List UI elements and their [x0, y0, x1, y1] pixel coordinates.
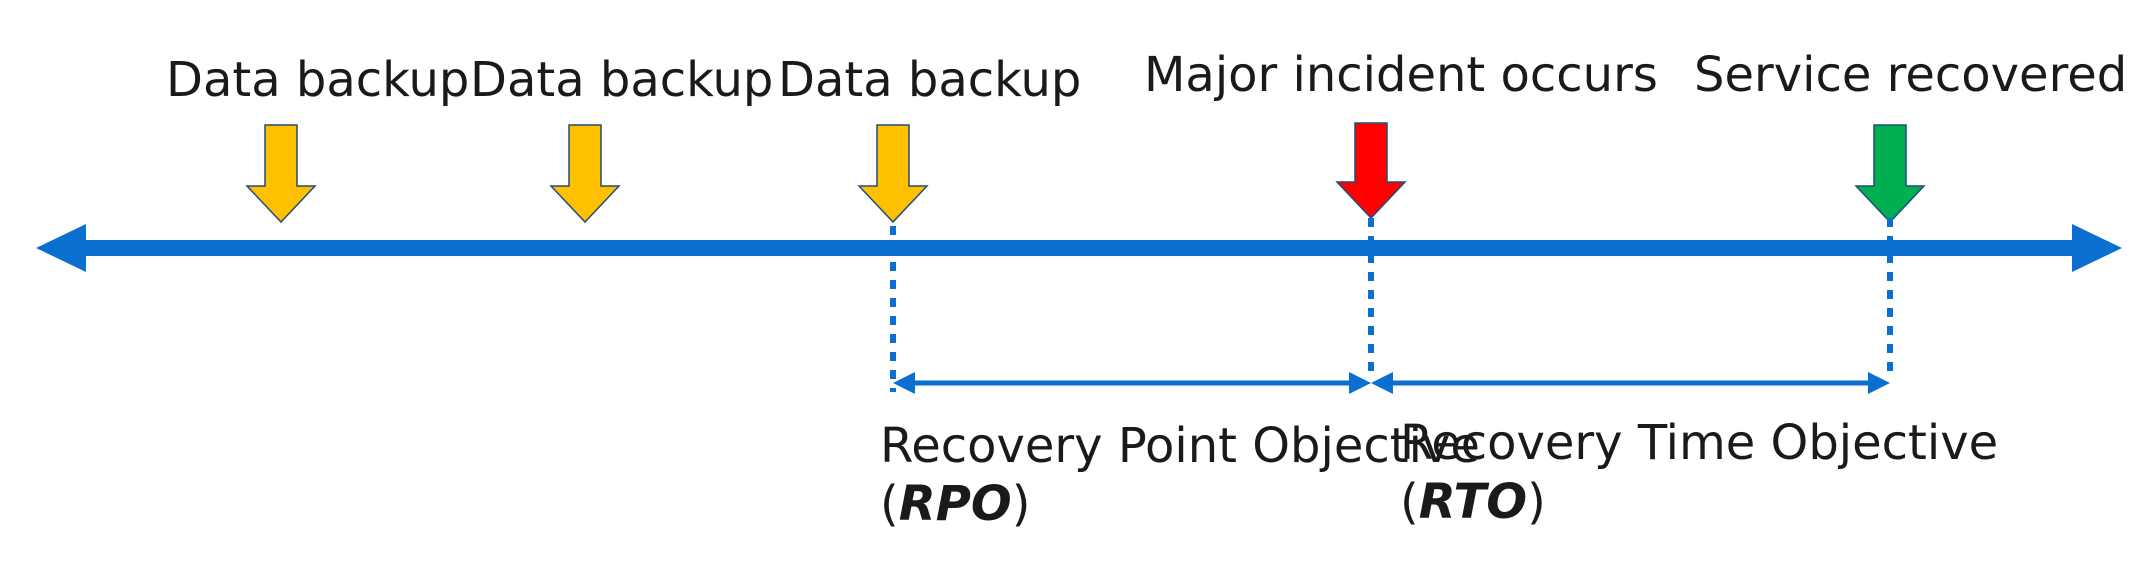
down-arrow-icon: [245, 124, 317, 224]
rto-span-arrow: [1371, 372, 1890, 394]
rpo-open-paren: (: [880, 476, 899, 532]
rto-left-arrowhead: [1371, 372, 1393, 394]
rpo-right-arrowhead: [1349, 372, 1371, 394]
rto-abbr: RTO: [1419, 474, 1527, 530]
rto-abbreviation: (RTO): [1400, 474, 1546, 530]
event-label-backup-2: Data backup: [470, 52, 773, 108]
rpo-label: Recovery Point Objective: [880, 418, 1480, 474]
rpo-close-paren: ): [1012, 476, 1031, 532]
rpo-abbr: RPO: [899, 476, 1012, 532]
rto-open-paren: (: [1400, 474, 1419, 530]
event-marker-backup-3: [857, 124, 929, 224]
down-arrow-icon: [1335, 122, 1407, 220]
event-marker-backup-2: [549, 124, 621, 224]
rto-right-arrowhead: [1868, 372, 1890, 394]
event-label-backup-3: Data backup: [778, 52, 1081, 108]
down-arrow-icon: [549, 124, 621, 224]
rto-label: Recovery Time Objective: [1400, 415, 1998, 471]
timeline-left-arrowhead: [36, 224, 86, 272]
timeline-axis: [36, 224, 2122, 272]
event-label-backup-1: Data backup: [166, 52, 469, 108]
timeline-right-arrowhead: [2072, 224, 2122, 272]
down-arrow-icon: [1854, 124, 1926, 224]
event-marker-backup-1: [245, 124, 317, 224]
rpo-left-arrowhead: [893, 372, 915, 394]
event-label-recovered: Service recovered: [1694, 47, 2127, 103]
event-marker-recovered: [1854, 124, 1926, 224]
down-arrow-icon: [857, 124, 929, 224]
rto-close-paren: ): [1527, 474, 1546, 530]
rpo-span-arrow: [893, 372, 1371, 394]
event-marker-incident: [1335, 122, 1407, 220]
rpo-abbreviation: (RPO): [880, 476, 1030, 532]
event-label-incident: Major incident occurs: [1144, 47, 1658, 103]
